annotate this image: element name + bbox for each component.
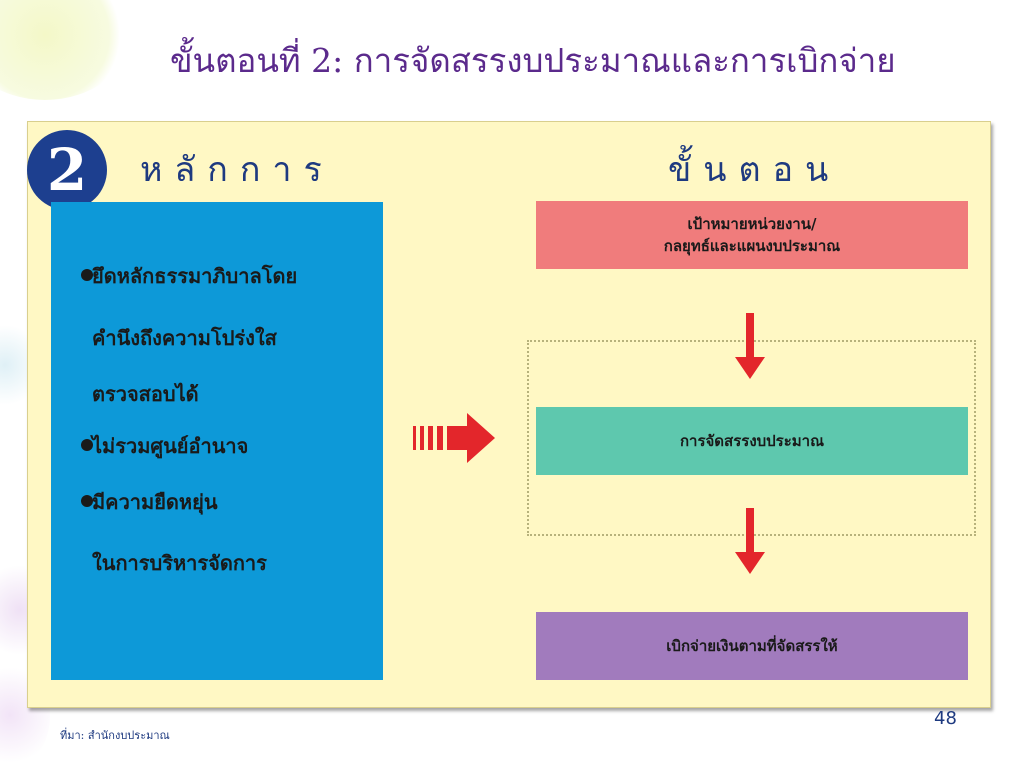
decorative-blob xyxy=(0,0,130,100)
down-arrow-icon xyxy=(735,313,765,379)
principles-box: ยึดหลักธรรมาภิบาลโดย คำนึงถึงความโปร่งใส… xyxy=(51,202,383,680)
step-box-allocation: การจัดสรรงบประมาณ xyxy=(536,407,968,475)
step-box-disbursement: เบิกจ่ายเงินตามที่จัดสรรให้ xyxy=(536,612,968,680)
steps-heading: ขั้นตอน xyxy=(668,150,841,190)
principles-heading: หลักการ xyxy=(140,150,334,190)
step-label: เบิกจ่ายเงินตามที่จัดสรรให้ xyxy=(666,637,838,655)
principle-line: ไม่รวมศูนย์อำนาจ xyxy=(92,434,249,458)
down-arrow-icon xyxy=(735,508,765,574)
step-label: กลยุทธ์และแผนงบประมาณ xyxy=(663,237,841,255)
bullet-icon xyxy=(81,495,93,507)
step-label: เป้าหมายหน่วยงาน/ xyxy=(687,215,817,233)
principle-line: ยึดหลักธรรมาภิบาลโดย xyxy=(92,264,298,288)
slide-title: ขั้นตอนที่ 2: การจัดสรรงบประมาณและการเบิ… xyxy=(170,41,896,80)
principle-line: ตรวจสอบได้ xyxy=(92,382,199,406)
bullet-icon xyxy=(81,439,93,451)
page-number: 48 xyxy=(934,708,957,729)
principle-line: คำนึงถึงความโปร่งใส xyxy=(92,326,277,350)
principle-line: มีความยืดหยุ่น xyxy=(92,490,218,514)
source-note: ที่มา: สำนักงบประมาณ xyxy=(60,729,170,742)
step-box-targets: เป้าหมายหน่วยงาน/ กลยุทธ์และแผนงบประมาณ xyxy=(536,201,968,269)
step-number-badge: 2 xyxy=(27,130,107,210)
bullet-icon xyxy=(81,269,93,281)
step-label: การจัดสรรงบประมาณ xyxy=(679,432,825,450)
striped-right-arrow-icon xyxy=(413,413,495,463)
principle-line: ในการบริหารจัดการ xyxy=(92,551,267,575)
